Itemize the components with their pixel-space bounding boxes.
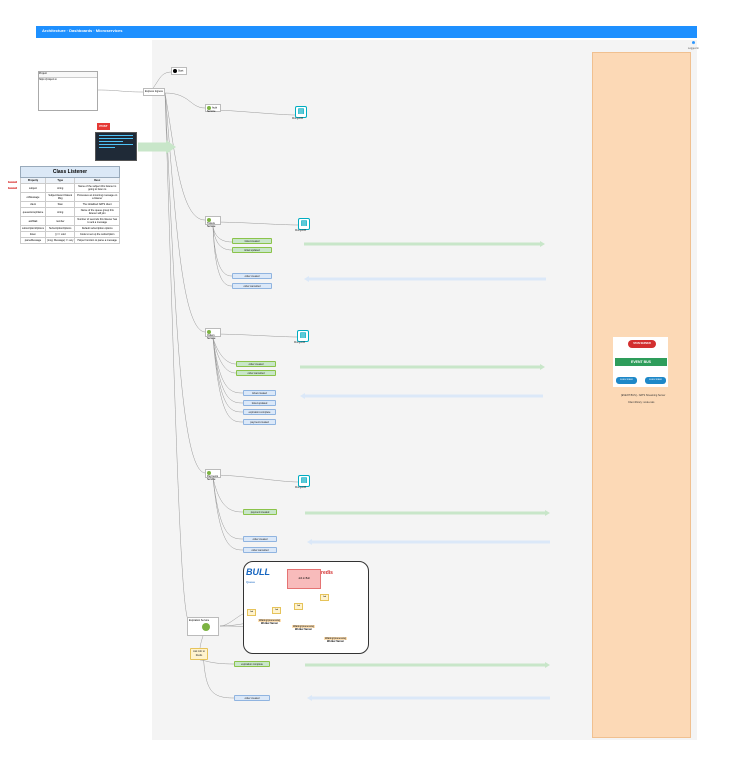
tickets-service-node[interactable]: Tickets Service xyxy=(205,216,221,228)
auth-service-node[interactable]: Auth Service xyxy=(205,104,221,113)
event-ticket-created[interactable]: ticket:created xyxy=(243,390,276,396)
event-order-cancelled[interactable]: order:cancelled xyxy=(243,547,277,553)
bull-logo: BULL xyxy=(246,567,270,577)
nats-caption: Client library: node-nats xyxy=(628,401,655,404)
database-label: MongoDB xyxy=(295,486,307,489)
database-label: MongoDB xyxy=(292,117,304,120)
event-order-created[interactable]: order:created xyxy=(243,536,277,542)
event-payment-created[interactable]: payment:created xyxy=(243,419,276,425)
orders-service-node[interactable]: Orders Service xyxy=(205,328,221,340)
payments-service-node[interactable]: Payments Service xyxy=(205,469,221,481)
database-label: MongoDB xyxy=(294,341,306,344)
service-icon xyxy=(207,218,211,222)
event-expiration-complete[interactable]: expiration:complete xyxy=(234,661,270,667)
app-header: Architecture · Dashboards · Microservice… xyxy=(36,26,697,38)
event-ticket-updated[interactable]: ticket:updated xyxy=(243,400,276,406)
bull-subtitle: Queue xyxy=(246,580,256,584)
nats-producer: STAN SERVER xyxy=(628,340,656,348)
request-arrow xyxy=(138,140,176,154)
event-bus-panel xyxy=(592,52,691,738)
code-screenshot xyxy=(95,132,137,161)
event-order-cancelled[interactable]: order:cancelled xyxy=(236,370,276,376)
gateway-node[interactable]: Express Ingress xyxy=(143,88,165,96)
event-order-cancelled[interactable]: order:cancelled xyxy=(232,283,272,289)
event-expiration-complete[interactable]: expiration:complete xyxy=(243,409,276,415)
job-step: Job xyxy=(272,607,281,614)
browser-window: Project https://project.io xyxy=(38,71,98,111)
service-icon xyxy=(207,471,211,475)
abstract-tag: abstract xyxy=(8,187,18,189)
event-ticket-updated[interactable]: ticket:updated xyxy=(232,247,272,253)
event-order-created[interactable]: order:created xyxy=(232,273,272,279)
event-order-created[interactable]: order:created xyxy=(234,695,270,701)
user-avatar[interactable]: ☻Logged in xyxy=(688,40,699,51)
bull-job-box: Job in Bull xyxy=(287,569,321,589)
http-method-badge: POST xyxy=(97,123,110,130)
database-icon: ▤ xyxy=(295,106,307,118)
redis-logo: redis xyxy=(321,570,333,576)
database-icon: ▤ xyxy=(297,330,309,342)
nats-caption: [EVENT BUS] - NATS Streaming Server xyxy=(621,394,666,397)
start-node[interactable]: Start xyxy=(171,67,187,75)
app-title: Architecture · Dashboards · Microservice… xyxy=(42,28,123,33)
service-icon xyxy=(202,623,210,631)
browser-url[interactable]: https://project.io xyxy=(39,78,57,81)
event-payment-created[interactable]: payment:created xyxy=(243,509,277,515)
job-step: Job xyxy=(294,603,303,610)
event-ticket-created[interactable]: ticket:created xyxy=(232,238,272,244)
event-order-created[interactable]: order:created xyxy=(236,361,276,367)
start-icon xyxy=(173,69,177,73)
database-icon: ▤ xyxy=(298,475,310,487)
database-icon: ▤ xyxy=(298,218,310,230)
nats-topic: EVENT BUS xyxy=(615,358,667,366)
database-label: MongoDB xyxy=(295,229,307,232)
job-step: Job xyxy=(247,609,256,616)
expiration-note: Ask Job to Redis xyxy=(190,648,208,660)
nats-consumer: SUBSCRIBER xyxy=(616,377,637,384)
nats-consumer: SUBSCRIBER xyxy=(645,377,666,384)
browser-tab[interactable]: Project xyxy=(39,72,97,78)
service-icon xyxy=(207,106,211,110)
table-title: Class Listener xyxy=(20,166,120,178)
service-icon xyxy=(207,330,211,334)
job-step: Job xyxy=(320,594,329,601)
abstract-tag: abstract xyxy=(8,181,18,183)
class-listener-table: Class Listener Property Type Desc subjec… xyxy=(20,166,120,244)
